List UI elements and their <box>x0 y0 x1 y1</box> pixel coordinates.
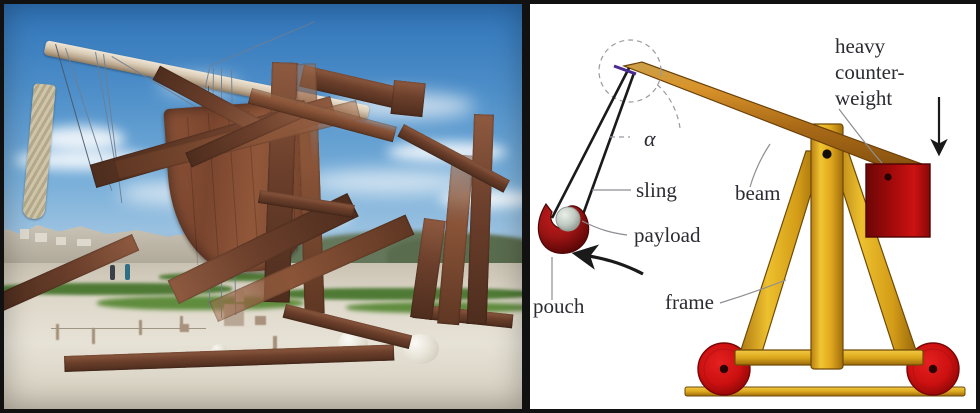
counterweight-pivot-point <box>884 173 892 181</box>
fence-post <box>55 323 59 340</box>
label-beam: beam <box>735 181 780 205</box>
beam-pivot-point <box>822 149 832 159</box>
fence-post <box>138 319 142 335</box>
label-sling: sling <box>636 178 677 202</box>
alpha-leader <box>653 81 681 129</box>
label-counterweight-line3: weight <box>835 86 892 110</box>
person <box>125 264 131 281</box>
label-alpha: α <box>644 126 656 151</box>
pouch-swing-arrow <box>571 244 644 276</box>
village-building <box>55 236 66 245</box>
village-building <box>35 232 48 242</box>
angle-arc-circle <box>598 39 662 103</box>
photo-beam-tip-block <box>390 80 426 118</box>
sling-line <box>579 72 636 221</box>
label-frame: frame <box>665 290 714 314</box>
fence-post <box>273 336 278 357</box>
fence-rope <box>50 328 206 329</box>
cloud <box>304 170 475 195</box>
ground-sill <box>684 386 966 397</box>
fence-post <box>180 315 184 331</box>
fence-post <box>92 328 96 344</box>
village-building <box>76 238 91 246</box>
village-building <box>19 228 29 239</box>
sling-attachment <box>613 64 637 76</box>
stone-block <box>255 315 267 325</box>
schematic-svg: α sling payload pouch beam frame heavy c… <box>533 34 966 397</box>
trebuchet-schematic: α sling payload pouch beam frame heavy c… <box>530 4 976 409</box>
counterweight-block <box>865 163 931 238</box>
trebuchet-photograph <box>4 4 522 409</box>
stone-block <box>180 323 190 332</box>
beam-leader <box>749 143 771 188</box>
frame-leader <box>719 279 787 304</box>
label-payload: payload <box>634 223 701 247</box>
payload-leader <box>581 220 628 236</box>
label-pouch: pouch <box>533 294 585 318</box>
sling-line <box>550 67 631 219</box>
label-counterweight-line1: heavy <box>835 34 886 58</box>
frame-mast <box>810 123 844 370</box>
person <box>109 265 115 281</box>
label-counterweight-line2: counter- <box>835 60 905 84</box>
payload-ball <box>555 206 581 232</box>
counterweight-leader <box>838 108 883 164</box>
